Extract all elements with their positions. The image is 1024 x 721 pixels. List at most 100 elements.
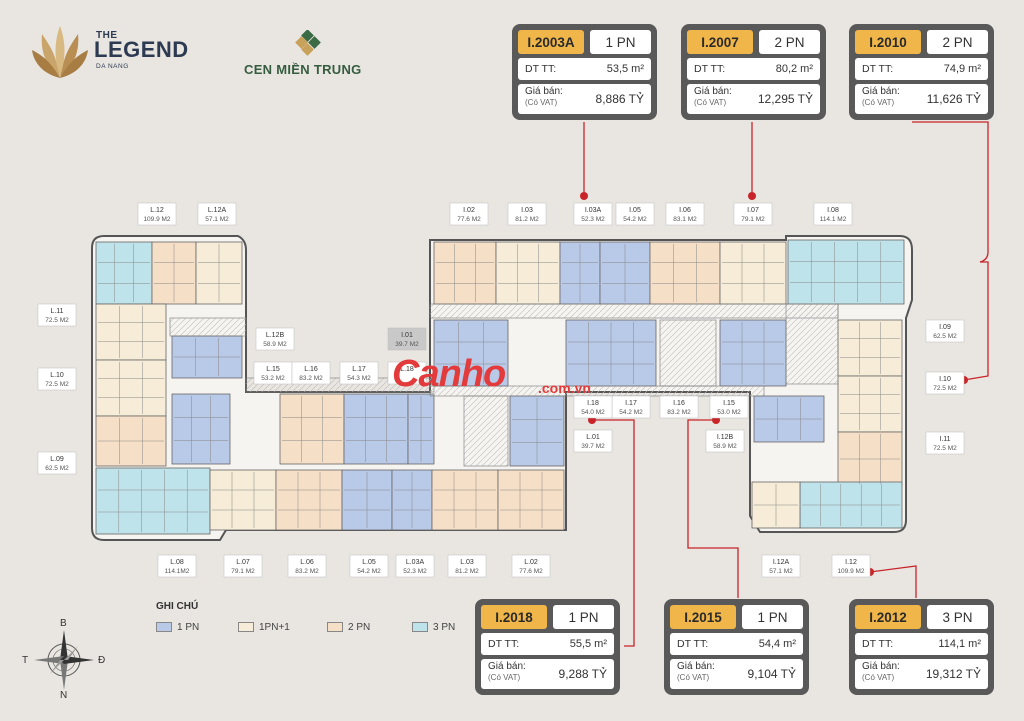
unit-area: 58.9 M2 (713, 443, 737, 450)
apartment-unit (719, 319, 787, 387)
area-value: 53,5 m² (606, 63, 644, 75)
unit-area: 54.2 M2 (357, 568, 381, 575)
apartment-unit (497, 469, 565, 531)
unit-code: I.11 (939, 436, 950, 443)
area-label: DT TT: (488, 638, 520, 650)
unit-label-box (925, 319, 965, 343)
legend-item-1pn: 1 PN (156, 621, 199, 633)
unit-area: 79.1 M2 (231, 568, 255, 575)
area-label: DT TT: (694, 63, 726, 75)
apartment-unit (275, 469, 343, 531)
unit-area: 81.2 M2 (515, 216, 539, 223)
unit-label-box (573, 429, 613, 453)
unit-label-box (831, 554, 871, 578)
unit-area: 53.2 M2 (261, 375, 285, 382)
card-type: 1 PN (553, 605, 614, 629)
unit-label-box (733, 202, 773, 226)
unit-code: I.05 (629, 207, 641, 214)
unit-label: L.07 79.1 M2 (223, 554, 263, 578)
watermark-main: Canho (392, 353, 506, 395)
card-type: 1 PN (742, 605, 803, 629)
price-label: Giá bán: (694, 86, 732, 97)
area-label: DT TT: (525, 63, 557, 75)
unit-area: 114.1M2 (165, 568, 190, 575)
price-label: Giá bán: (525, 86, 563, 97)
card-type: 2 PN (927, 30, 988, 54)
unit-label-box (925, 371, 965, 395)
apartment-unit (719, 241, 787, 305)
unit-area: 54.2 M2 (623, 216, 647, 223)
unit-label-box (659, 395, 699, 419)
compass-south: N (60, 690, 68, 701)
compass-west: T (22, 655, 29, 666)
compass-rose-icon (34, 630, 94, 690)
area-value: 74,9 m² (943, 63, 981, 75)
unit-code: L.02 (524, 559, 538, 566)
apartment-unit (433, 319, 509, 387)
unit-code: I.12A (773, 559, 790, 566)
apartment-unit (95, 359, 167, 417)
legend-swatch (238, 622, 254, 632)
unit-code: I.10 (939, 376, 951, 383)
unit-label-box (573, 395, 613, 419)
unit-area: 57.1 M2 (205, 216, 229, 223)
unit-label-box (761, 554, 801, 578)
unit-label-box (925, 431, 965, 455)
price-value: 11,626 TỶ (926, 92, 981, 106)
leader-line (687, 419, 739, 598)
unit-area: 79.1 M2 (741, 216, 765, 223)
unit-label-box (395, 554, 435, 578)
unit-area: 114.1 M2 (820, 216, 847, 223)
area-label: DT TT: (862, 63, 894, 75)
unit-area: 54.2 M2 (619, 409, 643, 416)
unit-label-box (291, 361, 331, 385)
card-code: I.2018 (481, 605, 547, 629)
unit-code: L.05 (362, 559, 376, 566)
unit-code: L.07 (236, 559, 250, 566)
unit-label-box (37, 303, 77, 327)
unit-area: 72.5 M2 (45, 317, 69, 324)
unit-label: I.12B 58.9 M2 (705, 429, 745, 453)
unit-label-box (157, 554, 197, 578)
area-value: 54,4 m² (758, 638, 796, 650)
unit-label-box (37, 451, 77, 475)
unit-area: 77.6 M2 (519, 568, 543, 575)
unit-label-box (447, 554, 487, 578)
legend-title: GHI CHÚ (156, 601, 199, 612)
legend-name: LEGEND (94, 37, 189, 62)
unit-label-box (223, 554, 263, 578)
unit-code: L.12B (266, 332, 285, 339)
apartment-unit (95, 467, 211, 535)
compass-north: B (60, 618, 67, 629)
core-area (463, 395, 509, 467)
apartment-unit (837, 375, 903, 433)
card-type: 2 PN (759, 30, 820, 54)
unit-area: 52.3 M2 (403, 568, 427, 575)
unit-code: I.12B (717, 434, 734, 441)
unit-area: 81.2 M2 (455, 568, 479, 575)
legend-label: 1 PN (177, 621, 200, 633)
leader-line (869, 565, 917, 598)
